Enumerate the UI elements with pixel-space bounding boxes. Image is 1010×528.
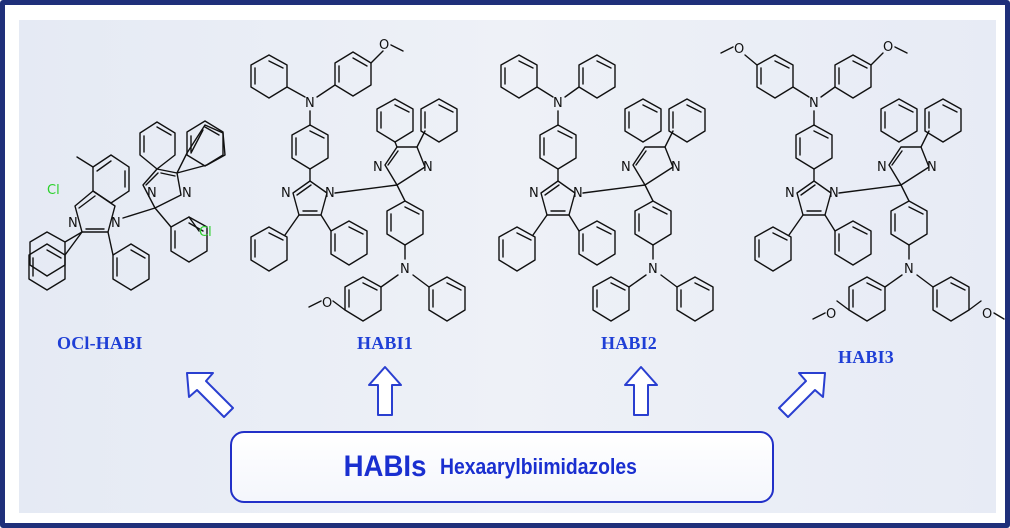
phenyl-ring (890, 200, 928, 246)
structure-habi1: N O N N (5, 5, 485, 335)
atom-cl: Cl (47, 183, 60, 198)
phenyl-ring (386, 200, 424, 246)
phenyl-ring (291, 124, 329, 170)
compound-label-habi2: HABI2 (601, 333, 658, 353)
imidazole-ring-upper (142, 168, 182, 209)
atom-n: N (573, 186, 583, 201)
arrow-to-ocl-habi (181, 367, 241, 427)
phenyl-ring (834, 220, 872, 266)
atom-n: N (529, 186, 539, 201)
phenyl-ring (539, 124, 577, 170)
arrow-up-icon (624, 366, 658, 416)
atom-n: N (182, 186, 192, 201)
figure-panel (19, 20, 996, 513)
phenyl-ring (676, 276, 714, 322)
atom-n: N (809, 96, 819, 111)
atom-o: O (734, 42, 744, 57)
structure-habi3-svg: O O N N N (720, 40, 1005, 322)
imidazole-ring (888, 146, 930, 186)
compound-label-habi1: HABI1 (357, 333, 414, 353)
phenyl-ring (754, 226, 792, 272)
habis-title: HABIs (343, 450, 427, 483)
compound-label-ocl-habi: OCl-HABI (57, 333, 143, 353)
phenyl-ring (924, 98, 962, 143)
atom-n: N (373, 160, 383, 175)
atom-n: N (904, 262, 914, 277)
phenyl-ring (112, 243, 150, 291)
phenyl-ring (498, 226, 536, 272)
phenyl-ring (28, 243, 66, 291)
arrow-up-left-icon (186, 372, 234, 418)
arrow-to-habi1 (365, 363, 405, 419)
atom-o: O (982, 307, 992, 322)
arrow-up-right-icon (778, 372, 826, 418)
phenyl-ring (848, 276, 886, 322)
atom-n: N (147, 186, 157, 201)
phenyl-ring (420, 98, 458, 143)
habis-subtitle: Hexaarylbiimidazoles (440, 454, 638, 479)
structure-habi2-svg: N N N (498, 54, 714, 322)
phenyl-ring (139, 121, 176, 170)
phenyl-ring (578, 220, 616, 266)
atom-n: N (877, 160, 887, 175)
atom-o: O (883, 40, 893, 55)
imidazole-ring (796, 180, 832, 216)
atom-n: N (621, 160, 631, 175)
phenyl-ring (428, 276, 466, 322)
atom-o: O (379, 38, 389, 53)
phenyl-ring (186, 120, 224, 167)
atom-n: N (68, 216, 78, 231)
arrow-to-habi3 (771, 367, 831, 427)
imidazole-ring (384, 146, 426, 186)
atom-n: N (423, 160, 433, 175)
phenyl-ring (250, 226, 288, 272)
structure-habi3: O O N N N (5, 5, 1005, 335)
phenyl-ring (592, 276, 630, 322)
phenyl-ring (29, 231, 83, 277)
imidazole-ring (292, 180, 328, 216)
atom-n: N (281, 186, 291, 201)
atom-n: N (648, 262, 658, 277)
atom-n: N (671, 160, 681, 175)
atom-n: N (325, 186, 335, 201)
atom-n: N (400, 262, 410, 277)
compound-label-habi3: HABI3 (838, 347, 895, 367)
arrow-to-habi2 (621, 363, 661, 419)
phenyl-ring (634, 200, 672, 246)
atom-n: N (785, 186, 795, 201)
phenyl-ring (668, 98, 706, 143)
structure-habi1-svg: N O N N (250, 38, 466, 322)
atom-n: N (553, 96, 563, 111)
habis-title-box: HABIs Hexaarylbiimidazoles (230, 431, 774, 503)
atom-o: O (826, 307, 836, 322)
phenyl-ring (834, 54, 872, 99)
phenyl-ring (624, 98, 662, 143)
phenyl-ring (795, 124, 833, 170)
structure-ocl-habi: N N Cl (5, 5, 255, 335)
imidazole-ring (632, 146, 674, 186)
structure-ocl-habi-svg: N N Cl (28, 120, 226, 291)
phenyl-ring (330, 220, 368, 266)
phenyl-ring (880, 98, 918, 143)
phenyl-ring (932, 276, 970, 322)
atom-cl: Cl (199, 225, 212, 240)
atom-n: N (829, 186, 839, 201)
atom-n: N (305, 96, 315, 111)
atom-o: O (322, 296, 332, 311)
phenyl-ring (376, 98, 414, 143)
arrow-up-icon (368, 366, 402, 416)
atom-n: N (927, 160, 937, 175)
imidazole-ring (540, 180, 576, 216)
structure-habi2: N N N (5, 5, 745, 335)
atom-n: N (111, 216, 121, 231)
phenyl-ring (756, 54, 794, 99)
